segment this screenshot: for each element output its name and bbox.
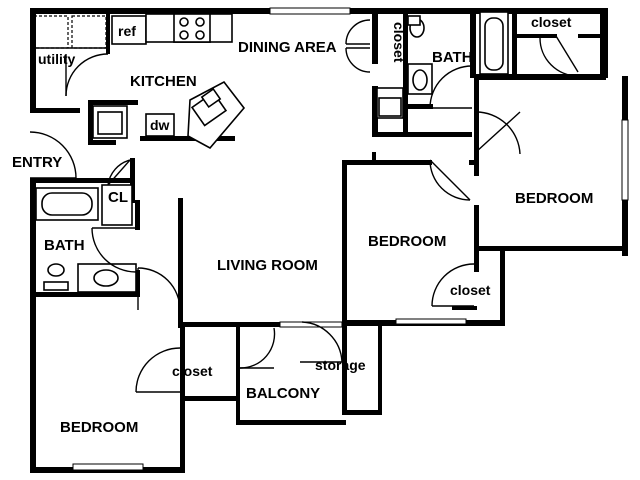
label-bedroom-middle: BEDROOM (368, 233, 446, 250)
left-toilet-icon (47, 263, 65, 277)
label-dining-area: DINING AREA (238, 39, 337, 56)
label-dw: dw (150, 117, 170, 133)
label-storage: storage (315, 357, 366, 373)
label-balcony: BALCONY (246, 385, 320, 402)
label-living-room: LIVING ROOM (217, 257, 318, 274)
label-closet-bottom: closet (172, 363, 213, 379)
dryer-icon (71, 15, 107, 49)
label-kitchen: KITCHEN (130, 73, 197, 90)
label-bath-top: BATH (432, 49, 473, 66)
label-closet-middle: closet (450, 282, 491, 298)
label-closet-top-right: closet (531, 14, 572, 30)
washer-icon (33, 15, 69, 49)
doors (29, 19, 579, 393)
dishwasher-icon (145, 113, 175, 137)
windows (72, 7, 629, 471)
walls (30, 8, 628, 473)
label-cl: CL (108, 189, 128, 206)
room-labels: utility ref KITCHEN dw DINING AREA close… (12, 14, 593, 436)
label-utility: utility (38, 51, 76, 67)
fixtures (33, 11, 509, 293)
label-bedroom-bottom: BEDROOM (60, 419, 138, 436)
label-closet-dining: closet (391, 22, 407, 63)
label-bath-left: BATH (44, 237, 85, 254)
label-entry: ENTRY (12, 154, 62, 171)
label-bedroom-right: BEDROOM (515, 190, 593, 207)
label-ref: ref (118, 23, 136, 39)
